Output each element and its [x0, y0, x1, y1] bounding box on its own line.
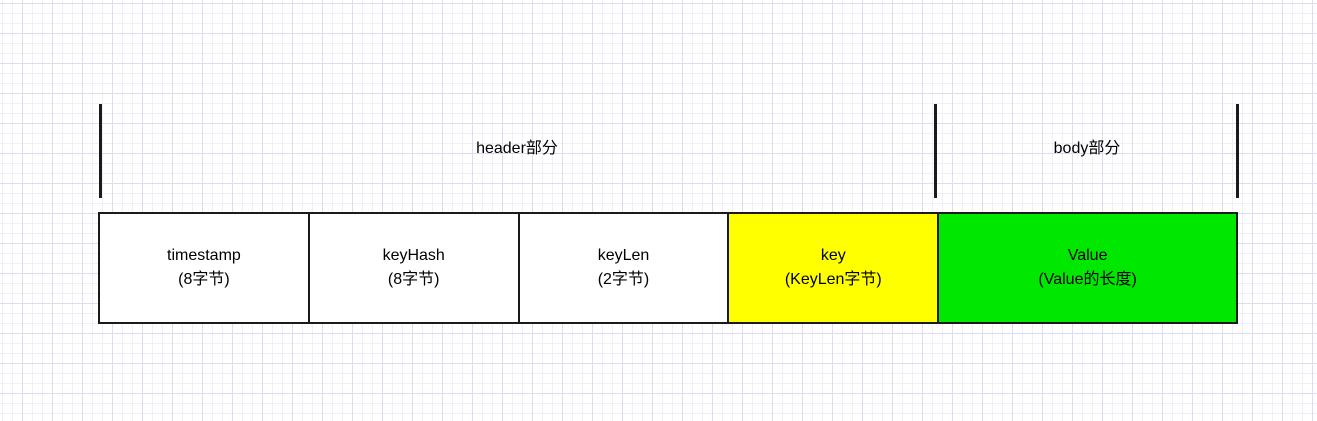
record-format-row: timestamp (8字节) keyHash (8字节) keyLen (2字…: [98, 212, 1238, 324]
field-size: (Value的长度): [1038, 271, 1137, 288]
header-body-divider-tick[interactable]: [934, 104, 937, 198]
field-name: timestamp: [167, 247, 241, 264]
body-range-right-tick[interactable]: [1236, 104, 1239, 198]
field-name: keyLen: [597, 247, 650, 264]
field-name: Value: [1067, 247, 1108, 264]
field-name: keyHash: [382, 247, 445, 264]
body-section-label[interactable]: body部分: [1053, 140, 1121, 157]
field-cell-timestamp[interactable]: timestamp (8字节): [100, 214, 308, 322]
field-name: key: [820, 247, 846, 264]
header-range-left-tick[interactable]: [99, 104, 102, 198]
field-cell-keylen[interactable]: keyLen (2字节): [517, 214, 728, 322]
field-size: (8字节): [387, 271, 440, 288]
field-cell-value[interactable]: Value (Value的长度): [937, 214, 1237, 322]
field-cell-keyhash[interactable]: keyHash (8字节): [307, 214, 518, 322]
header-section-label[interactable]: header部分: [476, 140, 558, 157]
field-size: (2字节): [597, 271, 650, 288]
field-cell-key[interactable]: key (KeyLen字节): [727, 214, 938, 322]
field-size: (KeyLen字节): [784, 271, 882, 288]
field-size: (8字节): [178, 271, 230, 288]
